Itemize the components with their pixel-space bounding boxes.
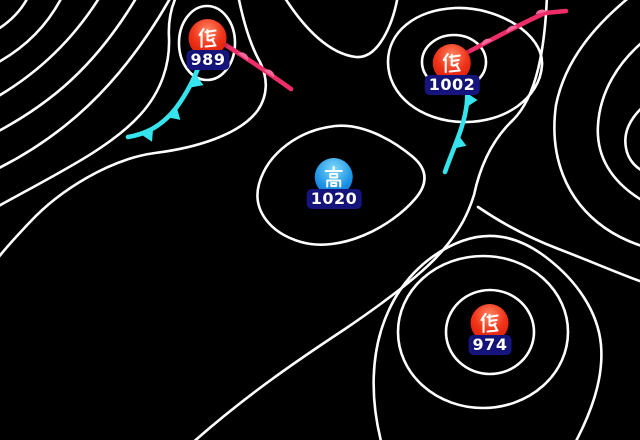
isobar-contour [596,42,640,201]
pressure-value: 974 [468,335,512,355]
isobar-contour [553,0,640,247]
warm-front-bump [238,52,249,61]
pressure-value: 989 [186,50,230,70]
warm-front-line [465,8,569,55]
isobar-contour [0,0,268,258]
warm-front-line [221,41,294,92]
kanji-low-icon [442,52,462,74]
isobar-contour [0,0,100,97]
isobar-low-oval [396,254,570,410]
cold-front-triangle [453,135,467,149]
isobar-contour [476,205,640,283]
cold-front-triangles [140,74,478,149]
isobar-high-ring [256,124,426,246]
pressure-badge-low-989: 989 [186,19,230,70]
kanji-high-icon [325,166,343,188]
cold-front-triangle [466,92,478,108]
pressure-value: 1002 [424,75,480,95]
cold-front-triangle [190,74,204,88]
warm-front-bump [481,38,493,46]
kanji-low-icon [480,312,500,334]
cold-front-triangle [140,127,154,142]
pressure-value: 1020 [306,189,362,209]
warm-front-bumps [238,9,547,78]
isobar-contour [372,234,603,440]
warm-front-bump [535,9,547,15]
warm-front-bump [506,25,518,33]
pressure-badge-low-974: 974 [468,304,512,355]
isobar-low-oval [177,4,237,82]
isobar-contour [284,0,399,59]
isobar-contour [0,0,28,30]
pressure-badge-high-1020: 1020 [306,158,362,209]
warm-front-bump [264,69,275,78]
kanji-low-icon [198,27,218,49]
cold-front-triangle [167,106,181,120]
isobar-contour [0,0,177,207]
isobar-contour [0,0,171,169]
isobar-contour [193,0,549,440]
isobar-low-oval [444,288,536,376]
isobar-contour [624,107,640,171]
isobar-contour [0,0,62,63]
pressure-badge-low-1002: 1002 [424,44,480,95]
isobar-contour [0,0,137,132]
